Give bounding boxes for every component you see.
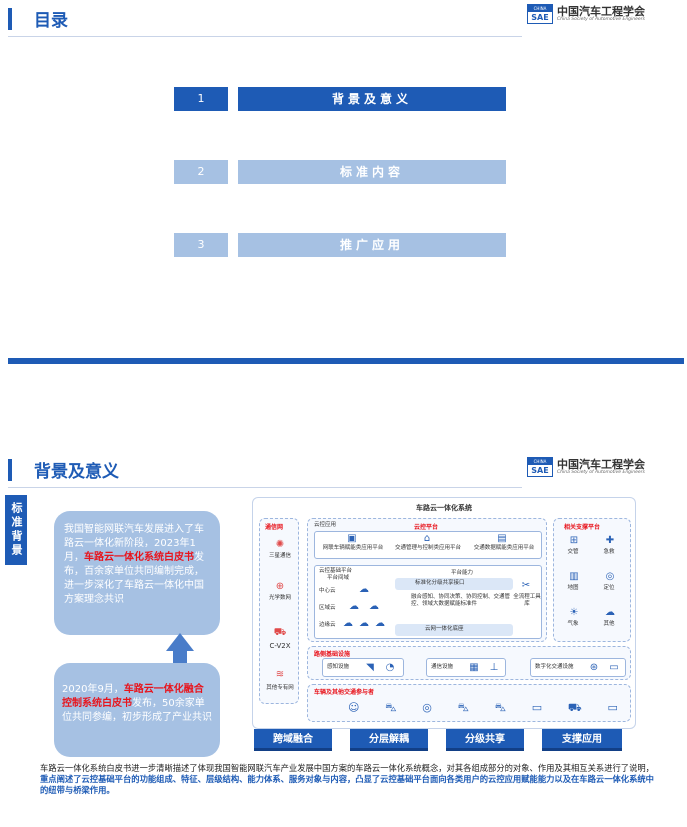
slide-bottom-band	[8, 358, 684, 364]
cloud-icon: ☁	[369, 601, 379, 612]
bike-icon: ◎	[422, 701, 432, 714]
csae-logo: CHINA SAE 中国汽车工程学会 China Society of Auto…	[527, 457, 665, 477]
signal-icon: ⊛	[589, 662, 599, 673]
ability-interface-bar: 标准化分级共享接口	[395, 578, 513, 590]
toc-item-2[interactable]: 2 标准内容	[174, 160, 506, 184]
pedestrian-icon: ☺	[348, 701, 360, 714]
sae-badge-icon: CHINA SAE	[527, 457, 553, 477]
title-divider	[8, 487, 522, 488]
summary-highlight: 重点阐述了云控基础平台的功能组成、特征、层级结构、能力体系、服务对象与内容，凸显…	[40, 774, 654, 795]
car-icon: ⛍	[494, 701, 507, 714]
feature-tiered-sharing[interactable]: 分级共享	[446, 729, 524, 751]
toc-label: 背景及意义	[238, 87, 506, 111]
support-platform-panel: 相关支撑平台 ⊞ 交管 ✚ 急救 ▥ 地图 ◎ 定位 ☀ 气象 ☁ 其他	[553, 518, 631, 642]
map-icon: ▥	[569, 571, 579, 582]
wireless-icon: ≋	[275, 669, 285, 680]
data-app-icon: ▤	[497, 533, 507, 544]
logo-name-en: China Society of Automotive Engineers	[557, 470, 645, 475]
ambulance-icon: ✚	[605, 535, 615, 546]
feature-cross-domain[interactable]: 跨域融合	[254, 729, 332, 751]
feature-support-apps[interactable]: 支撑应用	[542, 729, 622, 751]
title-accent-bar	[8, 459, 12, 481]
page-title: 背景及意义	[34, 462, 119, 482]
whitepaper-title-2023: 车路云一体化系统白皮书	[84, 552, 194, 563]
sae-badge-icon: CHINA SAE	[527, 4, 553, 24]
feature-layered-decoupling[interactable]: 分层解耦	[350, 729, 428, 751]
comm-network-panel: 通信网 ✺ 三星通信 ⊕ 光学数网 ⛟ C-V2X ≋ 其他专有网	[259, 518, 299, 704]
vehicle-app-icon: ▣	[347, 533, 357, 544]
diagram-title: 车路云一体化系统	[416, 504, 472, 512]
cloud-network-bar: 云网一体化底座	[395, 624, 513, 636]
cloud-icon: ☁	[343, 618, 353, 629]
cloud-icon: ☁	[375, 618, 385, 629]
sign-board-icon: ▭	[609, 662, 619, 673]
toc-number: 1	[174, 87, 228, 111]
cloud-icon: ☁	[349, 601, 359, 612]
toc-number: 3	[174, 233, 228, 257]
arrow-up-shaft	[173, 650, 187, 665]
radar-icon: ◔	[385, 662, 395, 673]
cloud-icon: ☁	[359, 584, 369, 595]
title-accent-bar	[8, 8, 12, 30]
cloud-base-box: 云控基础平台 平台间域 中心云 区域云 边缘云 ☁ ☁ ☁ ☁ ☁ ☁ 平台能力…	[314, 565, 542, 639]
cloud-platform-panel: 云控平台 云控应用 ▣ 网联车辆赋能类应用平台 ⌂ 交通管理与控制类应用平台 ▤…	[307, 518, 547, 642]
traffic-mgmt-icon: ⌂	[423, 533, 431, 544]
side-tab: 标准背景	[5, 495, 27, 565]
fiber-network-icon: ⊕	[275, 581, 285, 592]
comm-facility-box: 通信设施 ▦ ⊥	[426, 658, 506, 677]
cloud-apps-box: ▣ 网联车辆赋能类应用平台 ⌂ 交通管理与控制类应用平台 ▤ 交通数据赋能类应用…	[314, 531, 542, 559]
logo-name-cn: 中国汽车工程学会	[557, 5, 645, 18]
satellite-icon: ✺	[275, 539, 285, 550]
car-icon: ⛍	[457, 701, 469, 714]
bus-icon: ▭	[607, 701, 618, 714]
weather-icon: ☀	[569, 607, 579, 618]
bubble-2020: 2020年9月，车路云一体化融合控制系统白皮书发布，50余家单位共同参编，初步形…	[54, 663, 220, 757]
system-diagram: 车路云一体化系统 通信网 ✺ 三星通信 ⊕ 光学数网 ⛟ C-V2X ≋ 其他专…	[252, 497, 636, 729]
title-divider	[8, 36, 522, 37]
car-icon: ⛍	[385, 701, 397, 714]
v2x-icon: ⛟	[273, 627, 287, 638]
location-icon: ◎	[605, 571, 615, 582]
toc-number: 2	[174, 160, 228, 184]
slide-background: 背景及意义 CHINA SAE 中国汽车工程学会 China Society o…	[0, 445, 687, 827]
digital-traffic-facility-box: 数字化交通设施 ⊛ ▭	[530, 658, 626, 677]
page-title: 目录	[34, 11, 68, 31]
rsu-icon: ▦	[469, 662, 479, 673]
slide-toc: 目录 CHINA SAE 中国汽车工程学会 China Society of A…	[0, 0, 687, 362]
vehicle-row: ☺ ⛍ ◎ ⛍ ⛍ ▭ ⛟ ▭	[348, 699, 618, 717]
bubble-2023: 我国智能网联汽车发展进入了车路云一体化新阶段，2023年1月，车路云一体化系统白…	[54, 511, 220, 635]
bus-icon: ▭	[531, 701, 543, 714]
arrow-up-icon	[166, 633, 194, 651]
toc-label: 标准内容	[238, 160, 506, 184]
traffic-light-icon: ⊞	[569, 535, 579, 546]
cloud-icon: ☁	[359, 618, 369, 629]
perception-facility-box: 感知设施 ◥ ◔	[322, 658, 404, 677]
tools-icon: ✂	[521, 580, 531, 591]
camera-icon: ◥	[366, 662, 374, 673]
toc-label: 推广应用	[238, 233, 506, 257]
logo-name-cn: 中国汽车工程学会	[557, 458, 645, 471]
whitepaper-title-2020: 车路云一体化融合控制系统白皮书	[62, 684, 204, 709]
csae-logo: CHINA SAE 中国汽车工程学会 China Society of Auto…	[527, 4, 665, 24]
antenna-icon: ⊥	[489, 662, 499, 673]
road-infra-panel: 路侧基础设施 感知设施 ◥ ◔ 通信设施 ▦ ⊥ 数字化交通设施 ⊛ ▭	[307, 646, 631, 680]
toc-item-1[interactable]: 1 背景及意义	[174, 87, 506, 111]
summary-paragraph: 车路云一体化系统白皮书进一步清晰描述了体现我国智能网联汽车产业发展中国方案的车路…	[40, 763, 654, 795]
truck-icon: ⛟	[567, 701, 582, 714]
vehicles-panel: 车辆及其他交通参与者 ☺ ⛍ ◎ ⛍ ⛍ ▭ ⛟ ▭	[307, 684, 631, 722]
cloud-other-icon: ☁	[605, 607, 615, 618]
toc-item-3[interactable]: 3 推广应用	[174, 233, 506, 257]
logo-name-en: China Society of Automotive Engineers	[557, 17, 645, 22]
